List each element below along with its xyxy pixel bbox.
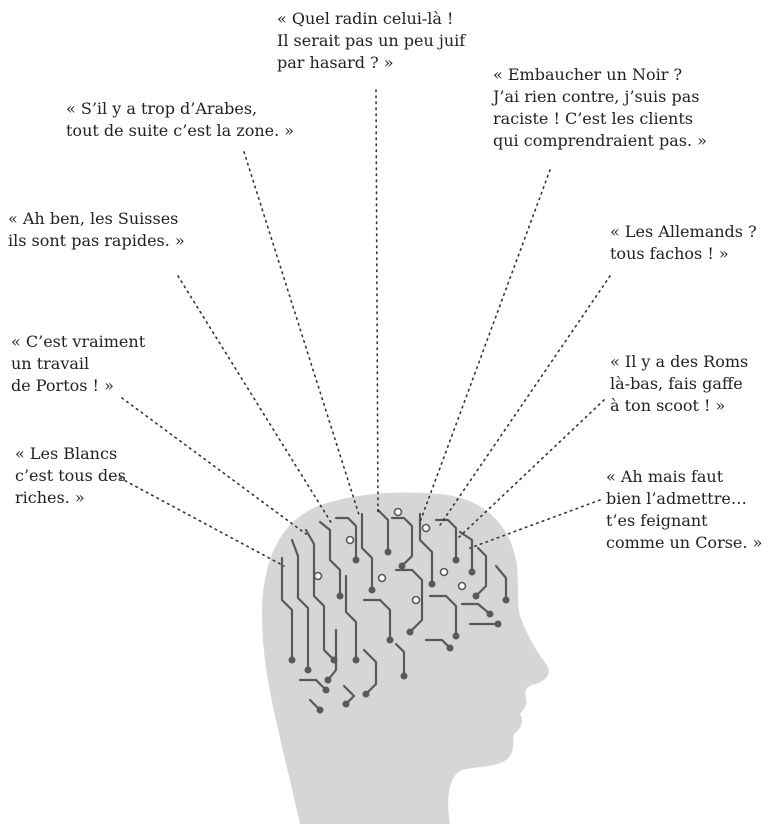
connector-portos [121, 397, 307, 535]
circuit-brain-icon [280, 508, 508, 712]
quote-roms: « Il y a des Roms là-bas, fais gaffe à t… [610, 351, 748, 417]
quote-suisses: « Ah ben, les Suisses ils sont pas rapid… [8, 208, 185, 252]
connector-lines [119, 89, 611, 567]
circuit-open-nodes [313, 507, 467, 605]
quote-line: « C’est vraiment [11, 332, 146, 351]
quote-line: « Ah ben, les Suisses [8, 209, 179, 228]
quote-line: « S’il y a trop d’Arabes, [66, 99, 258, 118]
quote-line: qui comprendraient pas. » [493, 131, 707, 150]
quote-line: à ton scoot ! » [610, 396, 726, 415]
quote-juif: « Quel radin celui-là ! Il serait pas un… [277, 8, 465, 74]
quote-arabes: « S’il y a trop d’Arabes, tout de suite … [66, 98, 294, 142]
quote-line: riches. » [15, 488, 85, 507]
connector-blancs [119, 477, 285, 567]
quote-line: tout de suite c’est la zone. » [66, 121, 295, 140]
quote-line: « Embaucher un Noir ? [493, 65, 683, 84]
quote-line: par hasard ? » [277, 53, 394, 72]
connector-roms [455, 399, 605, 541]
quote-portos: « C’est vraiment un travail de Portos ! … [11, 331, 145, 397]
quote-line: « Quel radin celui-là ! [277, 9, 454, 28]
quote-allemands: « Les Allemands ? tous fachos ! » [610, 221, 757, 265]
quote-line: bien l’admettre… [606, 489, 747, 508]
quote-line: de Portos ! » [11, 376, 114, 395]
connector-corse [469, 499, 601, 549]
quote-line: Il serait pas un peu juif [277, 31, 466, 50]
quote-line: raciste ! C’est les clients [493, 109, 693, 128]
quote-line: « Il y a des Roms [610, 352, 749, 371]
quote-line: « Ah mais faut [606, 467, 724, 486]
quote-line: comme un Corse. » [606, 533, 763, 552]
quote-line: c’est tous des [15, 466, 126, 485]
quote-line: J’ai rien contre, j’suis pas [493, 87, 700, 106]
connector-allemands [437, 275, 611, 529]
connector-juif [375, 89, 379, 513]
quote-line: tous fachos ! » [610, 244, 729, 263]
head-silhouette-icon [262, 492, 549, 824]
quote-line: là-bas, fais gaffe [610, 374, 743, 393]
quote-line: t’es feignant [606, 511, 708, 530]
quote-blancs: « Les Blancs c’est tous des riches. » [15, 443, 126, 509]
connector-noir [419, 169, 551, 523]
circuit-nodes [288, 548, 510, 714]
quote-line: « Les Blancs [15, 444, 118, 463]
quote-noir: « Embaucher un Noir ? J’ai rien contre, … [493, 64, 707, 152]
connector-suisses [177, 275, 333, 525]
quote-line: un travail [11, 354, 90, 373]
quote-line: « Les Allemands ? [610, 222, 757, 241]
connector-arabes [243, 151, 361, 519]
quote-corse: « Ah mais faut bien l’admettre… t’es fei… [606, 466, 762, 554]
quote-line: ils sont pas rapides. » [8, 231, 185, 250]
